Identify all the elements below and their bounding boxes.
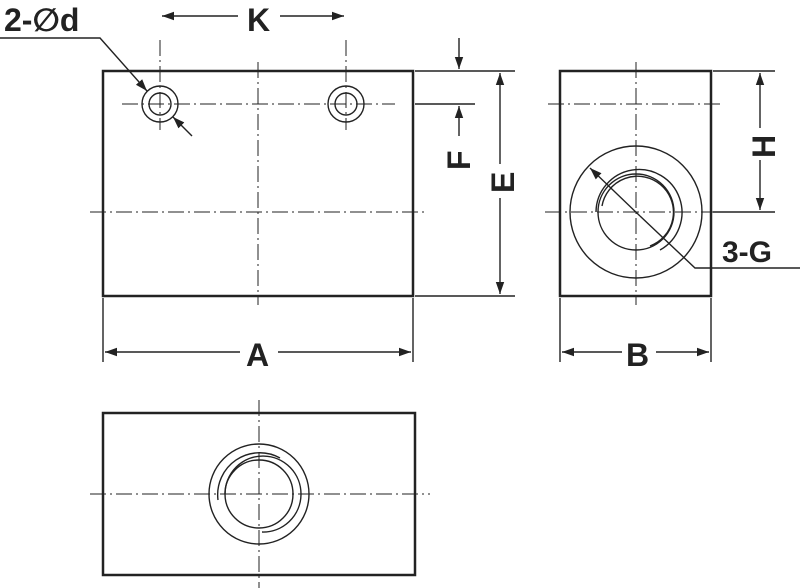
front-view: 2-∅d K F E A (0, 2, 521, 373)
hole-callout-leader (0, 37, 148, 92)
side-view: 3-G H B (545, 62, 800, 373)
bottom-view (90, 400, 430, 588)
mounting-hole-right (327, 85, 365, 123)
thread-callout-arrow-start (589, 167, 641, 217)
dimension-h-label: H (746, 135, 782, 158)
hole-callout-arrow-inner (172, 116, 193, 137)
hole-callout-label: 2-∅d (4, 2, 79, 38)
dimension-b-label: B (626, 337, 649, 373)
dimension-k-label: K (247, 2, 270, 38)
tapped-hole-bottom (208, 443, 310, 545)
dimension-e-label: E (485, 172, 521, 193)
thread-callout-label: 3-G (722, 236, 772, 269)
thread-callout-leader (639, 215, 800, 269)
dimension-f-label: F (441, 150, 477, 170)
dimension-a-label: A (246, 337, 269, 373)
tapped-hole-side (569, 145, 703, 279)
mounting-hole-left (141, 85, 179, 123)
